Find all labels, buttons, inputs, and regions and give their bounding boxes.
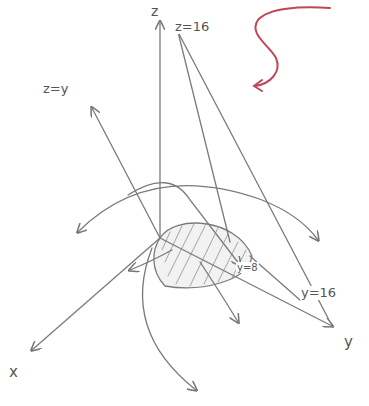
axis-label: y=16 [300, 286, 337, 300]
plane-line [92, 108, 160, 238]
axis-label: y=8 [236, 262, 259, 273]
plane-edge [178, 32, 230, 242]
x-axis [32, 238, 160, 350]
axis-label: z=16 [174, 20, 210, 34]
red-arrowhead [254, 80, 262, 91]
axis-label: z=y [42, 82, 69, 96]
curve-arrow [200, 262, 238, 322]
red-curve [255, 7, 330, 86]
hatching [162, 224, 246, 286]
y-axis [160, 238, 332, 326]
curve-arrow [143, 248, 196, 390]
z-axis [159, 22, 160, 238]
axis-label: z [150, 4, 159, 19]
axis-label: x [8, 364, 19, 381]
curve-arrow [78, 186, 318, 240]
curve-arrow [130, 250, 172, 270]
plane-edge [178, 32, 328, 318]
axis-label: y [343, 334, 354, 351]
curve-arrow [128, 183, 240, 265]
